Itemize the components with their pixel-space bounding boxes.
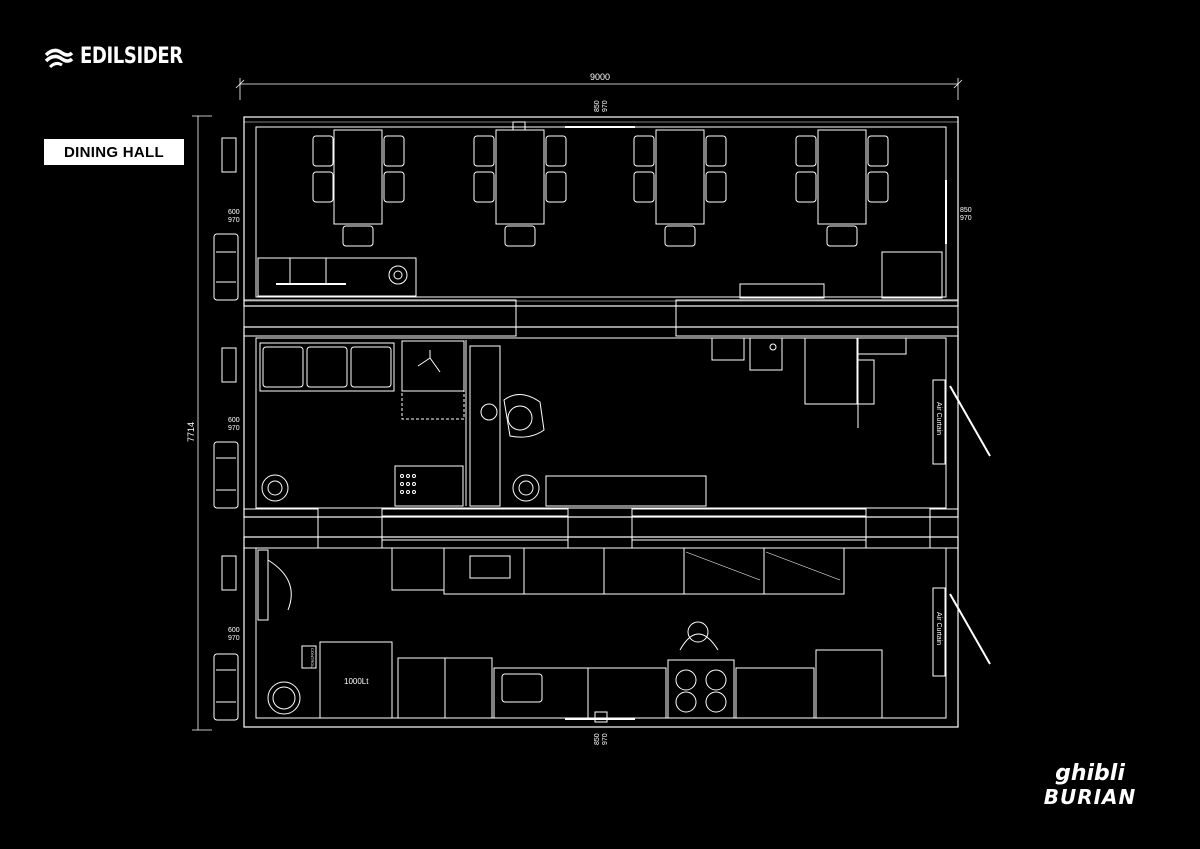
dim-door-bottom-a: 850	[594, 733, 601, 745]
dim-door-bottom-b: 970	[602, 733, 609, 745]
dim-side-a-3: 600	[228, 627, 240, 634]
module-prep	[213, 326, 991, 518]
module-dining-hall	[213, 116, 959, 307]
dim-side-a-1: 600	[228, 209, 240, 216]
dim-right-a: 850	[960, 207, 972, 214]
air-curtain-label-2: Air Curtain	[935, 612, 942, 645]
chef-figure-1	[503, 394, 545, 438]
dining-table-4	[795, 129, 889, 247]
left-dimension-line	[192, 115, 212, 731]
connector-2-3	[243, 508, 959, 549]
dim-side-b-3: 970	[228, 635, 240, 642]
brand-line-2: BURIAN	[1044, 785, 1137, 809]
dim-side-b-1: 970	[228, 217, 240, 224]
top-dimension-line	[235, 78, 963, 100]
edilsider-logo: EDILSIDER	[44, 44, 205, 69]
dim-side-a-2: 600	[228, 417, 240, 424]
tank-label: 1000Lt	[344, 677, 369, 686]
control-panel-label: CONTROL	[310, 648, 315, 668]
logo-text: EDILSIDER	[80, 44, 183, 69]
dining-table-3	[633, 129, 727, 247]
dim-overall-width: 9000	[590, 72, 610, 82]
ghibli-burian-logo: ghibli BURIAN	[1044, 761, 1137, 809]
dining-table-2	[473, 129, 567, 247]
dim-door-top-b: 970	[602, 100, 609, 112]
dim-side-b-2: 970	[228, 425, 240, 432]
room-label: DINING HALL	[44, 139, 184, 165]
connector-1-2	[243, 299, 959, 337]
dim-overall-height: 7714	[186, 422, 196, 442]
tray-grid	[400, 474, 416, 494]
air-curtain-label-1: Air Curtain	[935, 402, 942, 435]
dining-table-1	[312, 129, 405, 247]
module-kitchen	[213, 536, 991, 728]
dim-right-b: 970	[960, 215, 972, 222]
chef-figure-2	[679, 621, 719, 651]
dim-door-top-a: 850	[594, 100, 601, 112]
edilsider-waves-icon	[44, 48, 74, 68]
brand-line-1: ghibli	[1055, 761, 1125, 786]
